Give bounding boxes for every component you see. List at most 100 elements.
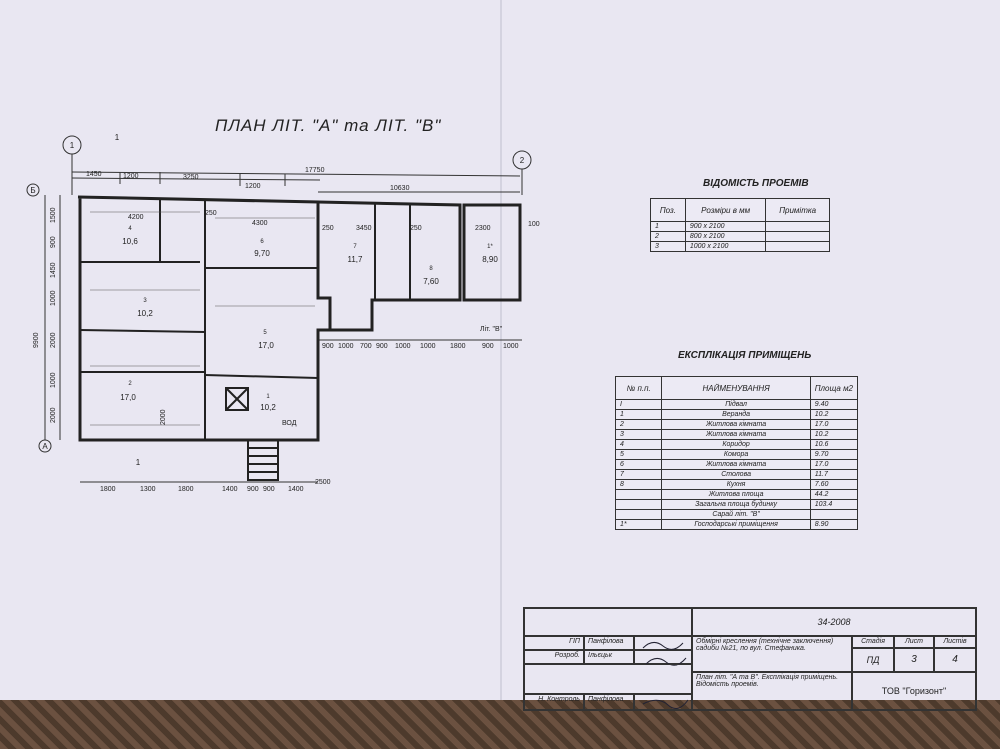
outer-wall-extension bbox=[317, 200, 462, 332]
room-number: 1 bbox=[266, 394, 270, 400]
dim-inner-2: 250 bbox=[205, 210, 217, 217]
room-area: 10,2 bbox=[260, 403, 276, 412]
dim-100: 100 bbox=[528, 221, 540, 228]
stamp-stage: ПД bbox=[852, 648, 894, 672]
table-row: Сарай літ. "В" bbox=[614, 509, 859, 520]
dim-top-1: 1450 bbox=[86, 171, 102, 178]
table-row: 3 1000 х 2100 bbox=[650, 241, 830, 252]
dim-left-3: 1450 bbox=[50, 262, 57, 278]
axis-label-2: 2 bbox=[520, 156, 525, 165]
dim-bottom-4: 1400 bbox=[222, 486, 238, 493]
stamp-empty-rows bbox=[524, 664, 692, 694]
dim-left-1: 1500 bbox=[50, 207, 57, 223]
axis-label-a: А bbox=[42, 442, 48, 451]
room-number: 6 bbox=[260, 239, 264, 245]
dim-bottom-3: 1800 bbox=[178, 486, 194, 493]
stamp-code: 34-2008 bbox=[692, 608, 976, 636]
dim-inner-3: 4300 bbox=[252, 220, 268, 227]
room-number: 5 bbox=[263, 330, 267, 336]
dim-2000: 2000 bbox=[160, 409, 167, 425]
dim-inner-7: 2300 bbox=[475, 225, 491, 232]
stamp-signature bbox=[634, 694, 692, 710]
stamp-sheets: 4 bbox=[934, 648, 976, 672]
dim-bottom-7: 1400 bbox=[288, 486, 304, 493]
dim-right-9: 1000 bbox=[503, 343, 519, 350]
section-mark-bottom: 1 bbox=[136, 458, 141, 467]
stamp-sheet: 3 bbox=[894, 648, 934, 672]
dim-right-4: 900 bbox=[376, 343, 388, 350]
openings-header: Розміри в мм bbox=[684, 198, 767, 222]
plan-title: ПЛАН ЛІТ. "А" та ЛІТ. "В" bbox=[215, 116, 442, 135]
dim-inner-4: 250 bbox=[322, 225, 334, 232]
label-vod: ВОД bbox=[282, 420, 297, 427]
background-carpet bbox=[0, 700, 1000, 749]
dim-inner-6: 250 bbox=[410, 225, 422, 232]
stamp-role: Розроб. bbox=[524, 650, 584, 664]
dim-left-7: 2000 bbox=[50, 407, 57, 423]
title-block: 34-2008 Обмірні креслення (технічне закл… bbox=[523, 607, 977, 711]
dim-right-7: 1800 bbox=[450, 343, 466, 350]
room-number: 8 bbox=[429, 266, 433, 272]
room-area: 7,60 bbox=[423, 277, 439, 286]
dim-overall: 17750 bbox=[305, 167, 325, 174]
dim-inner-5: 3450 bbox=[356, 225, 372, 232]
dim-bottom-1: 1800 bbox=[100, 486, 116, 493]
dim-right-3: 700 bbox=[360, 343, 372, 350]
dim-left-5: 2000 bbox=[50, 332, 57, 348]
stamp-empty-rows bbox=[524, 608, 692, 636]
dim-top-4: 1200 bbox=[245, 183, 261, 190]
room-area: 10,2 bbox=[137, 309, 153, 318]
stamp-sheets-label: Листів bbox=[934, 636, 976, 648]
axis-label-b: Б bbox=[30, 186, 35, 195]
dim-bottom-6: 900 bbox=[263, 486, 275, 493]
explication-title: ЕКСПЛІКАЦІЯ ПРИМІЩЕНЬ bbox=[678, 350, 812, 361]
dim-10630: 10630 bbox=[390, 185, 410, 192]
table-row: 1 900 х 2100 bbox=[650, 221, 830, 232]
table-row: 2 800 х 2100 bbox=[650, 231, 830, 242]
room-area: 8,90 bbox=[482, 255, 498, 264]
explication-header: Площа м2 bbox=[809, 376, 859, 400]
dim-bottom-2: 1300 bbox=[140, 486, 156, 493]
chimney bbox=[225, 387, 249, 411]
dim-right-2: 1000 bbox=[338, 343, 354, 350]
dim-left-2: 900 bbox=[50, 236, 57, 248]
dim-right-5: 1000 bbox=[395, 343, 411, 350]
stamp-description: Обмірні креслення (технічне заключення) … bbox=[692, 636, 852, 672]
room-number: 4 bbox=[128, 226, 132, 232]
dim-right-8: 900 bbox=[482, 343, 494, 350]
axis-label-1: 1 bbox=[70, 141, 75, 150]
dim-right-6: 1000 bbox=[420, 343, 436, 350]
stamp-company: ТОВ "Горизонт" bbox=[852, 672, 976, 710]
stamp-signature bbox=[634, 636, 692, 650]
dim-inner-1: 4200 bbox=[128, 214, 144, 221]
explication-header: № п.п. bbox=[614, 376, 663, 400]
stamp-sheet-title: План літ. "А та В". Експлікація приміщен… bbox=[692, 672, 852, 710]
outer-wall-shed bbox=[462, 203, 522, 302]
dim-top-2: 1200 bbox=[123, 173, 139, 180]
room-number: 3 bbox=[143, 298, 147, 304]
room-area: 17,0 bbox=[120, 393, 136, 402]
dim-left-6: 1000 bbox=[50, 372, 57, 388]
stamp-name: Панфілова bbox=[584, 694, 634, 710]
section-mark-top: 1 bbox=[115, 133, 120, 142]
label-lit-b: Літ. "В" bbox=[480, 325, 503, 333]
dim-bottom-8: 2500 bbox=[315, 479, 331, 486]
drawing-sheet bbox=[0, 0, 1000, 715]
stamp-sheet-label: Лист bbox=[894, 636, 934, 648]
stamp-stage-label: Стадія bbox=[852, 636, 894, 648]
openings-table: Поз. Розміри в мм Примітка 1 900 х 2100 … bbox=[650, 198, 830, 252]
dim-right-1: 900 bbox=[322, 343, 334, 350]
explication-header: НАЙМЕНУВАННЯ bbox=[661, 376, 811, 400]
openings-header: Примітка bbox=[765, 198, 830, 222]
dim-left-overall: 9900 bbox=[33, 332, 40, 348]
